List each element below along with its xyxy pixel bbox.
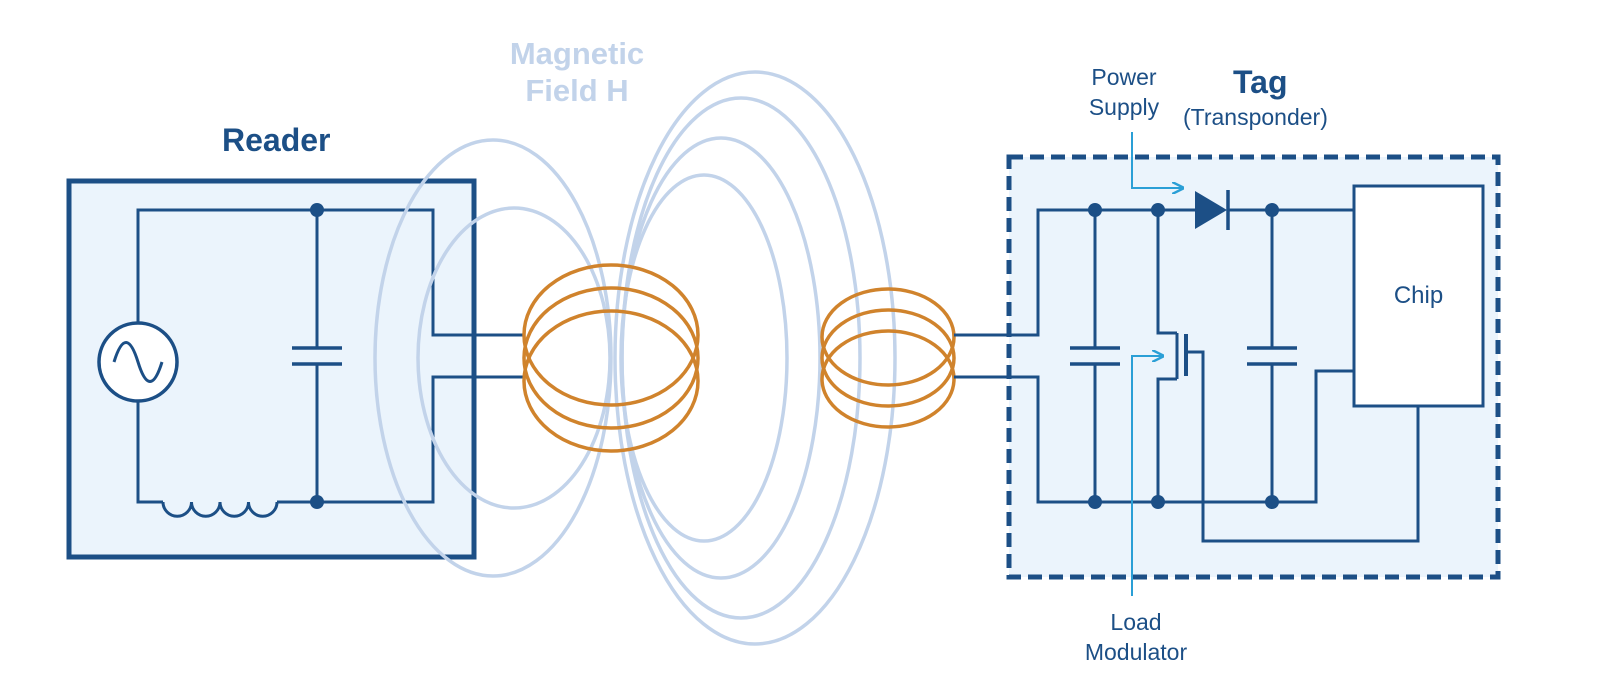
reader-antenna-coil [522,263,700,453]
load-modulator-label-line1: Load [1110,609,1162,635]
reader-junctions [310,203,324,509]
chip-block [1352,184,1485,408]
load-modulator-pointer [1131,356,1163,596]
tag-circuit [954,208,1420,543]
reader-circuit [136,208,524,504]
magnetic-field-label-line2: Field H [525,73,629,108]
tag-capacitors [1070,346,1297,366]
tag-subtitle: (Transponder) [1183,104,1328,130]
magnetic-field-label: Magnetic Field H [497,35,657,109]
power-supply-label-line1: Power [1091,64,1157,90]
power-supply-label-line2: Supply [1088,94,1160,120]
tag-antenna-coil [820,287,956,429]
diode-icon [1195,190,1230,230]
power-supply-label: Power Supply [1064,62,1184,122]
magnetic-field-lines [373,70,897,646]
reader-title: Reader [222,122,331,158]
tag-title: Tag [1233,64,1288,100]
power-supply-pointer [1131,132,1183,188]
reader-inductor [161,501,279,518]
load-modulator-label-line2: Modulator [1084,639,1188,665]
magnetic-field-label-line1: Magnetic [509,36,645,71]
reader-capacitor [292,346,342,366]
load-modulator-label: Load Modulator [1066,607,1206,667]
tag-junctions [1088,203,1279,509]
chip-label: Chip [1393,282,1444,309]
ac-source-icon [97,321,179,403]
